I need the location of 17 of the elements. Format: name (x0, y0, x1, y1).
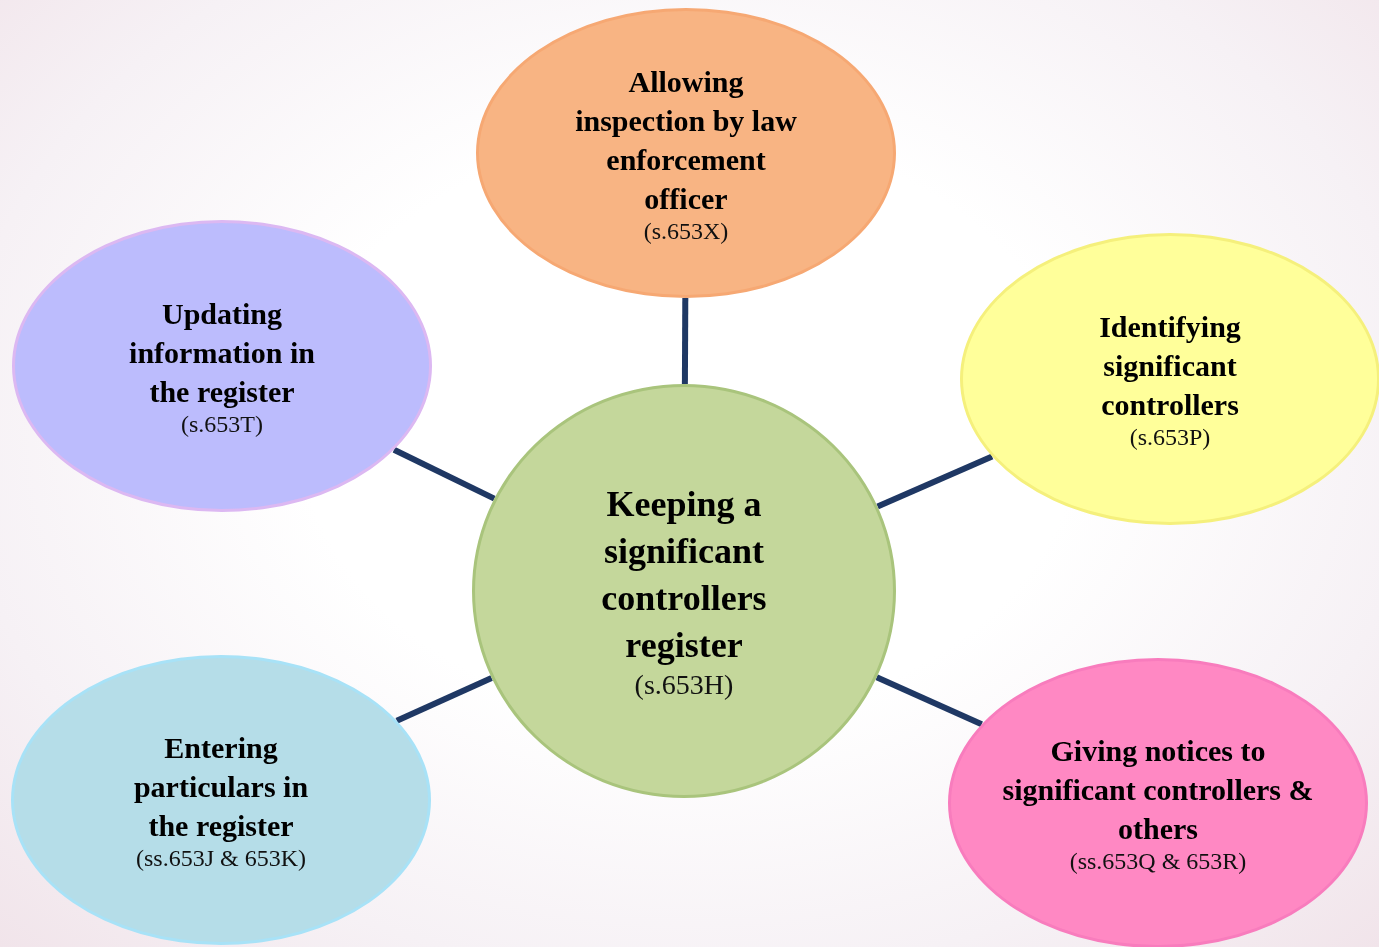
connector-line (875, 674, 983, 727)
node-title: Entering particulars in the register (132, 730, 310, 844)
node-title: Giving notices to significant controllers & others (1001, 733, 1315, 847)
section-reference: (ss.653J & 653K) (136, 845, 306, 872)
section-reference: (s.653T) (181, 411, 263, 438)
node-title: Allowing inspection by law enforcement officer (574, 63, 798, 217)
node-title: Updating information in the register (128, 296, 316, 410)
connector-line (392, 447, 496, 502)
section-reference: (s.653P) (1129, 424, 1211, 451)
section-reference: (s.653X) (643, 217, 729, 245)
node-title: Identifying significant controllers (1098, 309, 1242, 423)
node-title: Keeping a significant controllers register (600, 483, 768, 667)
connector-line (681, 298, 689, 384)
section-reference: (s.653H) (634, 668, 734, 701)
connector-line (395, 675, 493, 724)
section-reference: (ss.653Q & 653R) (1069, 848, 1247, 875)
connector-line (876, 453, 994, 510)
